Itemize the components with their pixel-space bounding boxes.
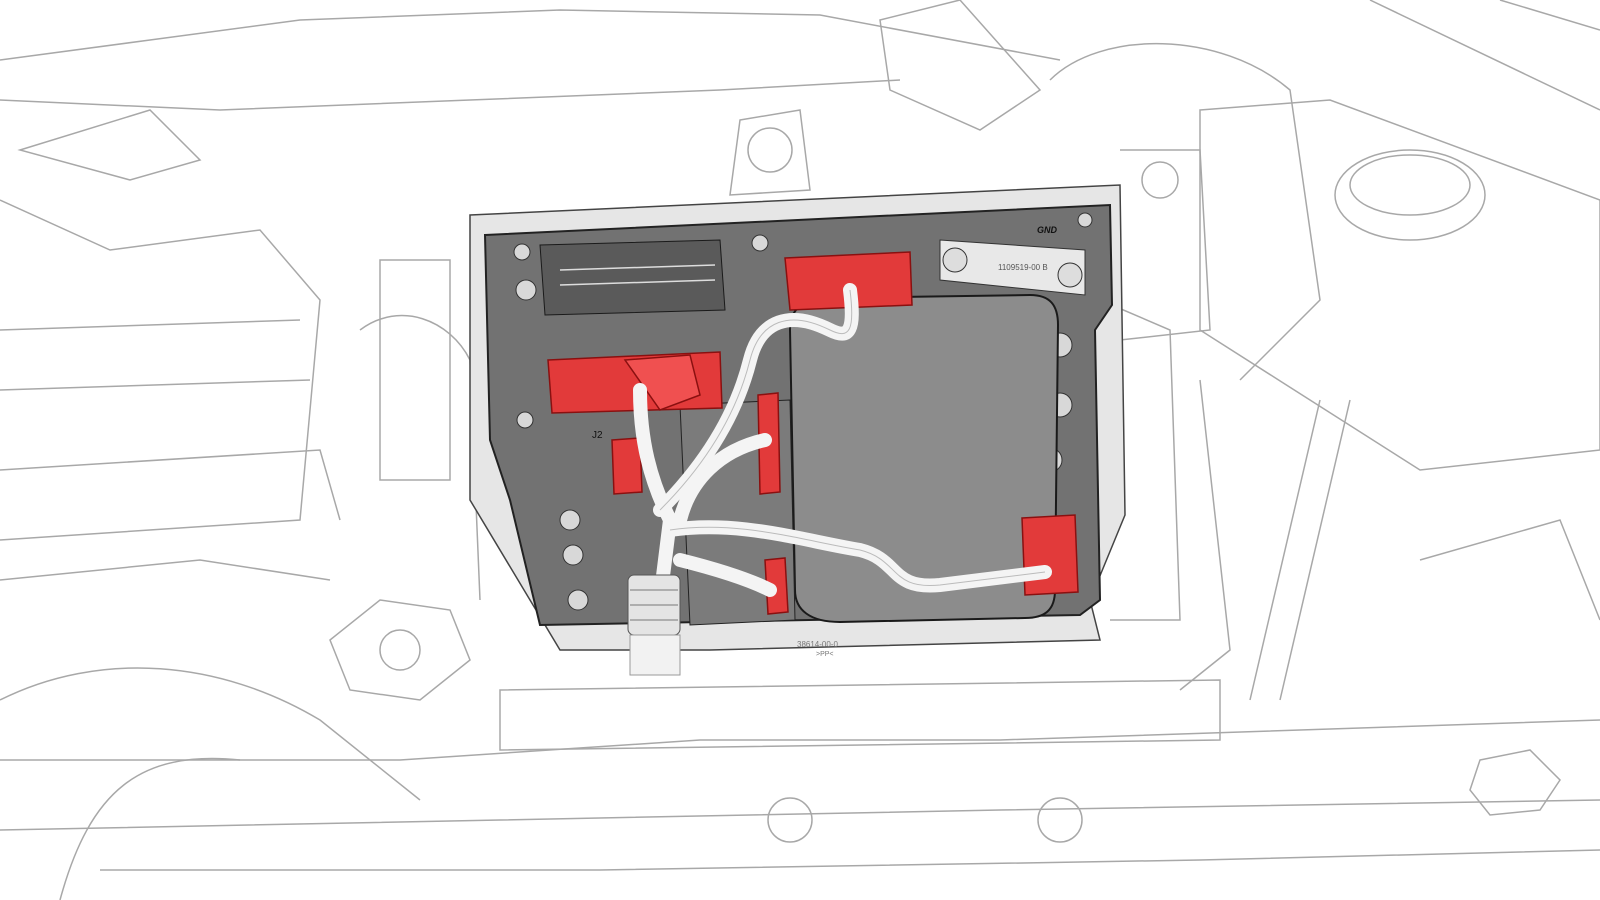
- connector-j2: [611, 437, 643, 495]
- highlighted-connectors: [547, 251, 1079, 615]
- module-part-number: 38614-00-0: [797, 640, 838, 649]
- cable-gland: [627, 574, 681, 676]
- connector-latch: [623, 354, 701, 411]
- wiring-harness-outline: [659, 289, 1046, 587]
- connector-right: [1021, 514, 1079, 596]
- busbar-part-number: 1109519-00 B: [998, 263, 1048, 272]
- connector-top: [784, 251, 913, 311]
- material-mark: >PP<: [816, 651, 834, 658]
- ground-label: GND: [1037, 225, 1057, 235]
- connector-j2-label: J2: [592, 430, 603, 441]
